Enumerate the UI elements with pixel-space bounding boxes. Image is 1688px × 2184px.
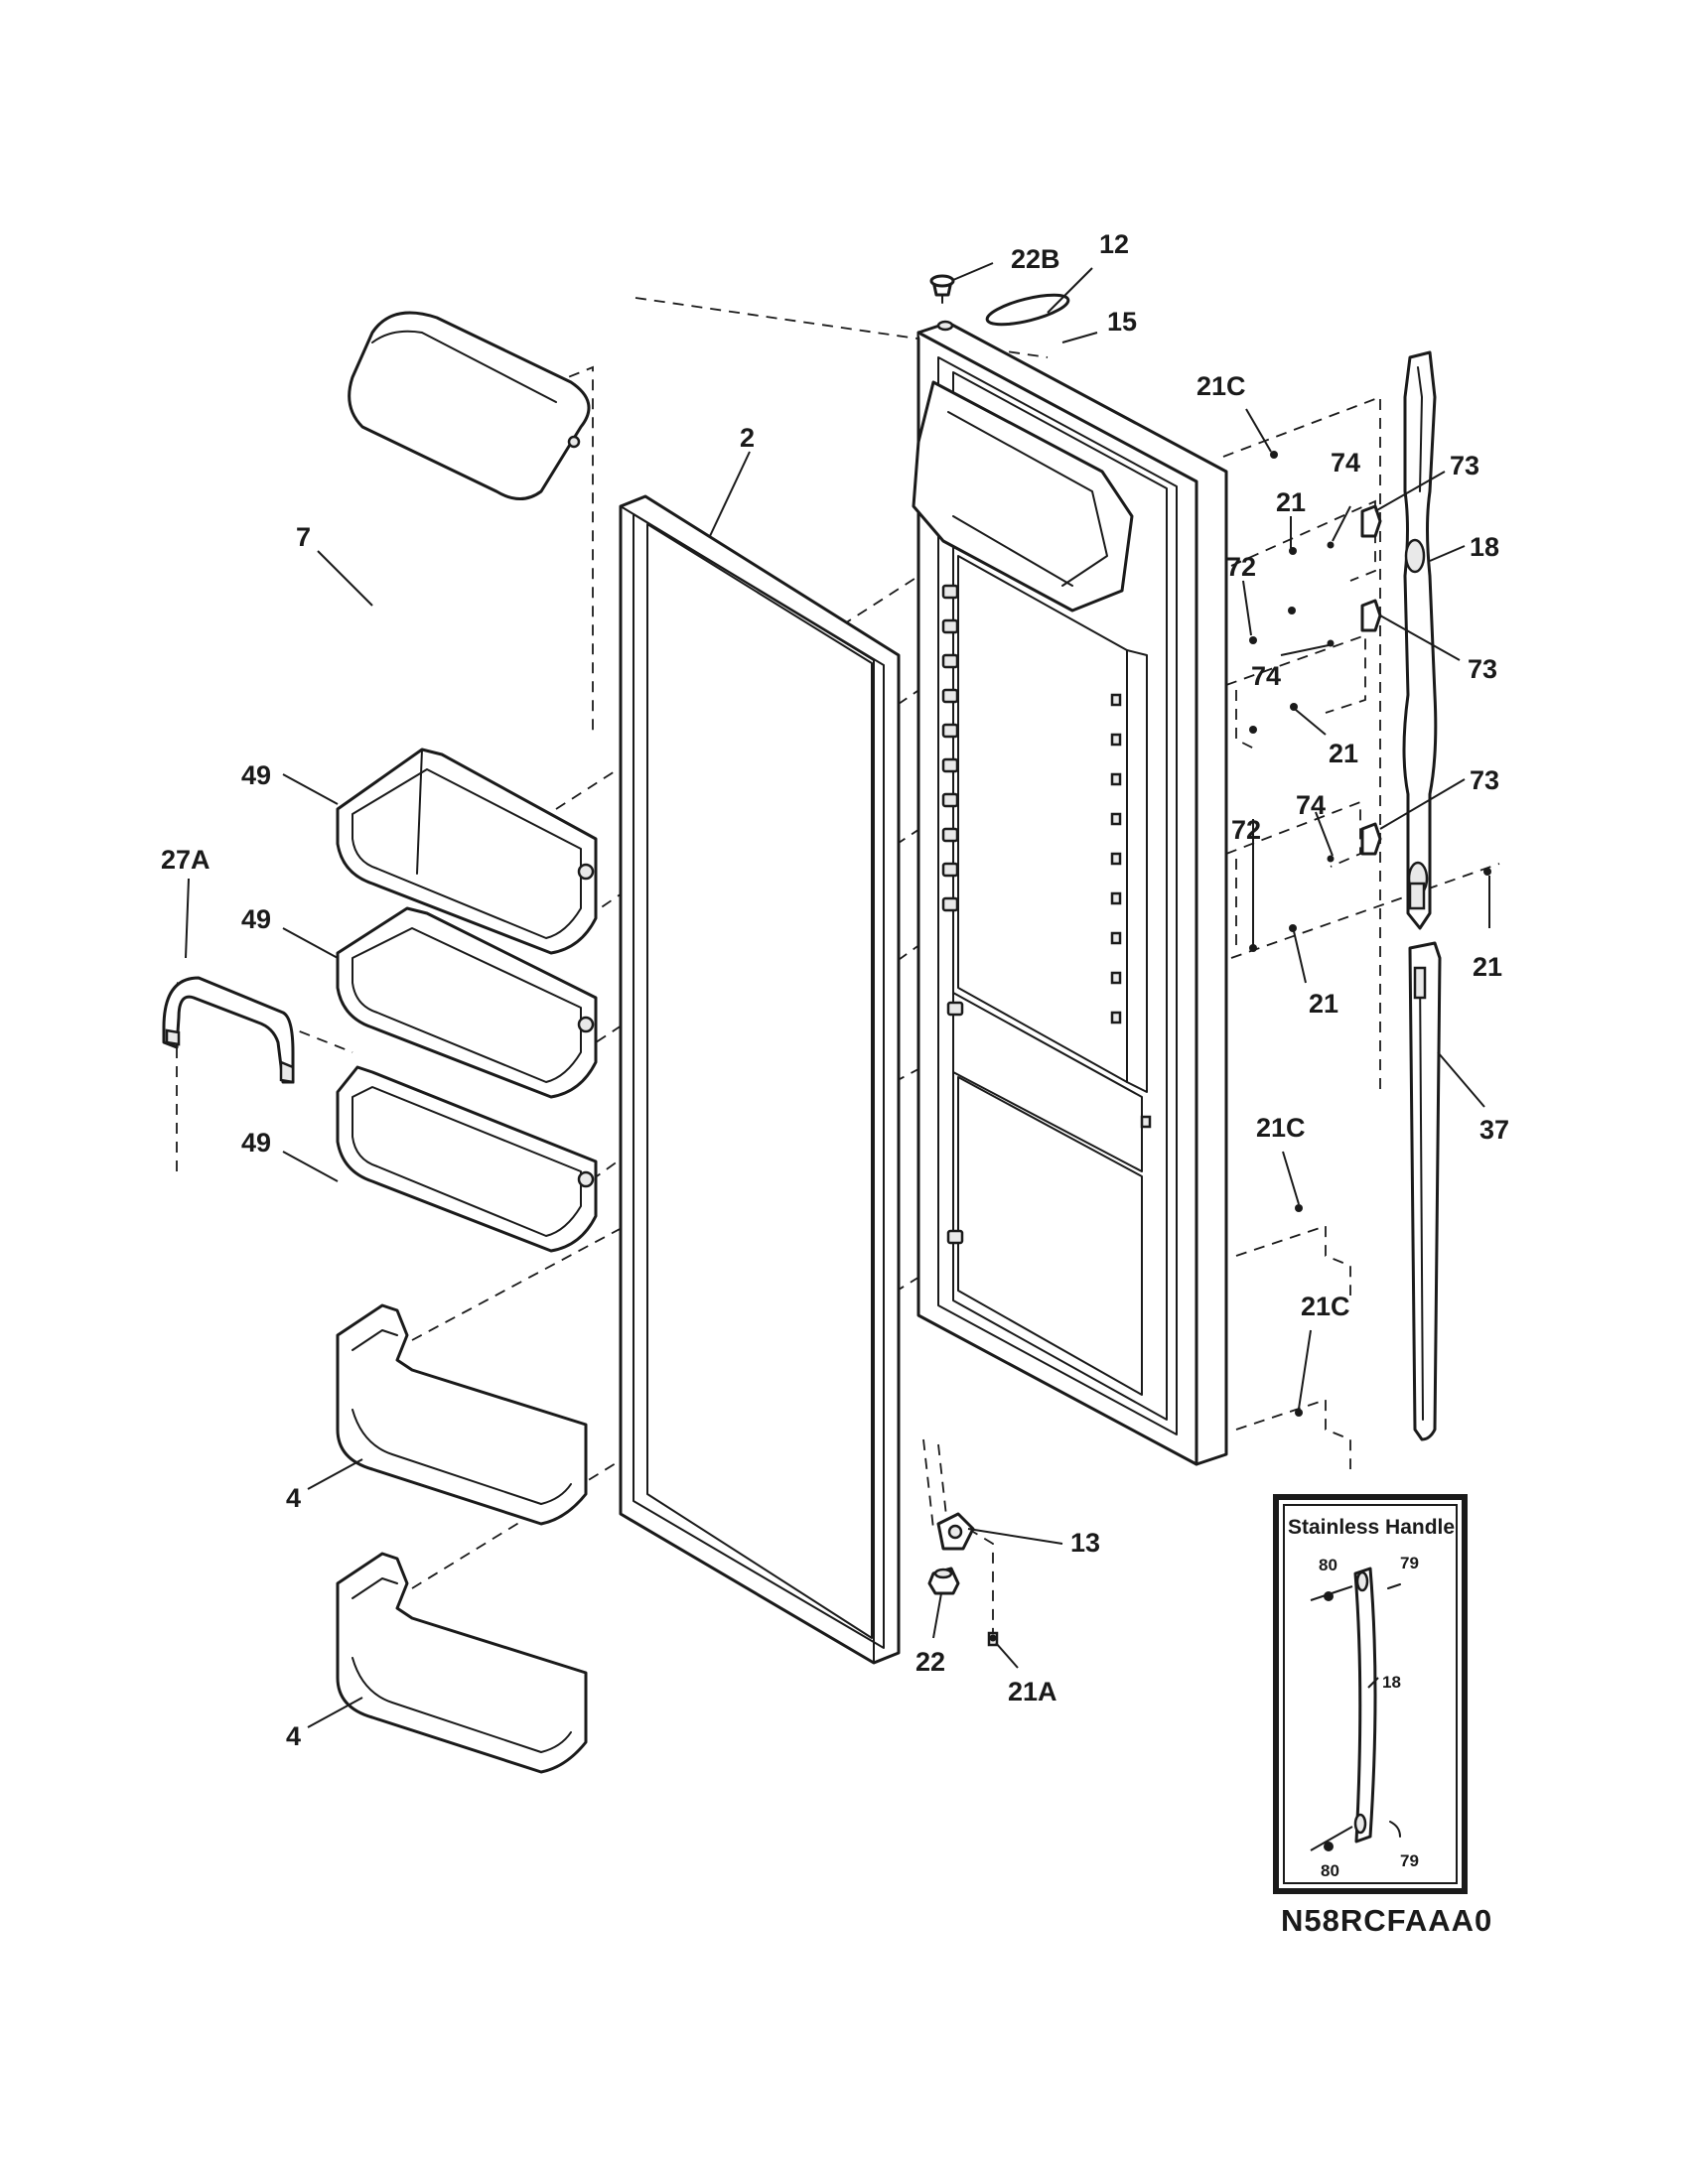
door-bin-3[interactable] <box>336 1065 598 1253</box>
handle-bracket-73-a[interactable] <box>1360 504 1382 538</box>
callout-22: 22 <box>915 1647 945 1677</box>
hinge-cap-22b[interactable] <box>929 274 955 304</box>
callout-13: 13 <box>1070 1528 1100 1558</box>
hinge-bracket-13[interactable] <box>936 1512 975 1551</box>
screws <box>989 451 1491 1642</box>
callout-74-c: 74 <box>1296 790 1326 820</box>
callout-74-a: 74 <box>1331 448 1360 478</box>
inset-callout-18: 18 <box>1382 1673 1401 1692</box>
model-number: N58RCFAAA0 <box>1281 1903 1492 1938</box>
callout-2: 2 <box>740 423 755 453</box>
callout-21a: 21A <box>1008 1677 1057 1706</box>
handle-bracket-73-c[interactable] <box>1360 822 1382 856</box>
callout-4-b: 4 <box>286 1721 301 1751</box>
callout-21c-low: 21C <box>1301 1292 1350 1321</box>
callout-15: 15 <box>1107 307 1137 337</box>
callout-49-a: 49 <box>241 760 271 790</box>
callout-49-b: 49 <box>241 904 271 934</box>
callout-21c-top: 21C <box>1196 371 1246 401</box>
callout-22b: 22B <box>1011 244 1060 274</box>
callout-37: 37 <box>1479 1115 1509 1145</box>
handle-cover-37[interactable] <box>1408 941 1442 1441</box>
callout-21-c: 21 <box>1473 952 1502 982</box>
callout-12: 12 <box>1099 229 1129 259</box>
callout-labels: 22B 12 15 21C 74 73 21 18 72 74 73 21 74… <box>161 229 1509 1751</box>
handle-bracket-73-b[interactable] <box>1360 599 1382 632</box>
callout-4-a: 4 <box>286 1483 301 1513</box>
door-gasket[interactable] <box>619 494 901 1665</box>
callout-21-a: 21 <box>1276 487 1306 517</box>
inset-callout-79-top: 79 <box>1400 1554 1419 1572</box>
callout-74-b: 74 <box>1251 661 1281 691</box>
callout-73-c: 73 <box>1470 765 1499 795</box>
bin-trim-27a[interactable] <box>162 976 295 1084</box>
callout-73-a: 73 <box>1450 451 1479 480</box>
callout-72-b: 72 <box>1231 815 1261 845</box>
door-bin-1[interactable] <box>336 748 598 955</box>
callout-49-c: 49 <box>241 1128 271 1158</box>
dairy-door[interactable] <box>348 311 591 500</box>
leader-lines <box>185 262 1490 1728</box>
door-liner[interactable] <box>912 321 1228 1466</box>
inset-callout-80-bottom: 80 <box>1321 1861 1339 1880</box>
callout-27a: 27A <box>161 845 211 875</box>
callout-73-b: 73 <box>1468 654 1497 684</box>
callout-21-d: 21 <box>1309 989 1338 1019</box>
pivot-bushing-22[interactable] <box>927 1567 960 1595</box>
door-bin-4-upper[interactable] <box>336 1303 588 1526</box>
door-bin-4-lower[interactable] <box>336 1552 588 1774</box>
callout-7: 7 <box>296 522 311 552</box>
top-trim-12[interactable] <box>985 289 1071 331</box>
callout-72-a: 72 <box>1226 552 1256 582</box>
inset-callout-80-top: 80 <box>1319 1556 1337 1574</box>
door-bin-2[interactable] <box>336 906 598 1099</box>
callout-21-b: 21 <box>1329 739 1358 768</box>
stainless-handle-inset: Stainless Handle 80 79 18 80 79 <box>1273 1494 1468 1894</box>
inset-callout-79-bottom: 79 <box>1400 1851 1419 1870</box>
door-handle-18[interactable] <box>1402 350 1438 930</box>
callout-21c-mid: 21C <box>1256 1113 1306 1143</box>
inset-title: Stainless Handle <box>1288 1516 1455 1539</box>
callout-18: 18 <box>1470 532 1499 562</box>
